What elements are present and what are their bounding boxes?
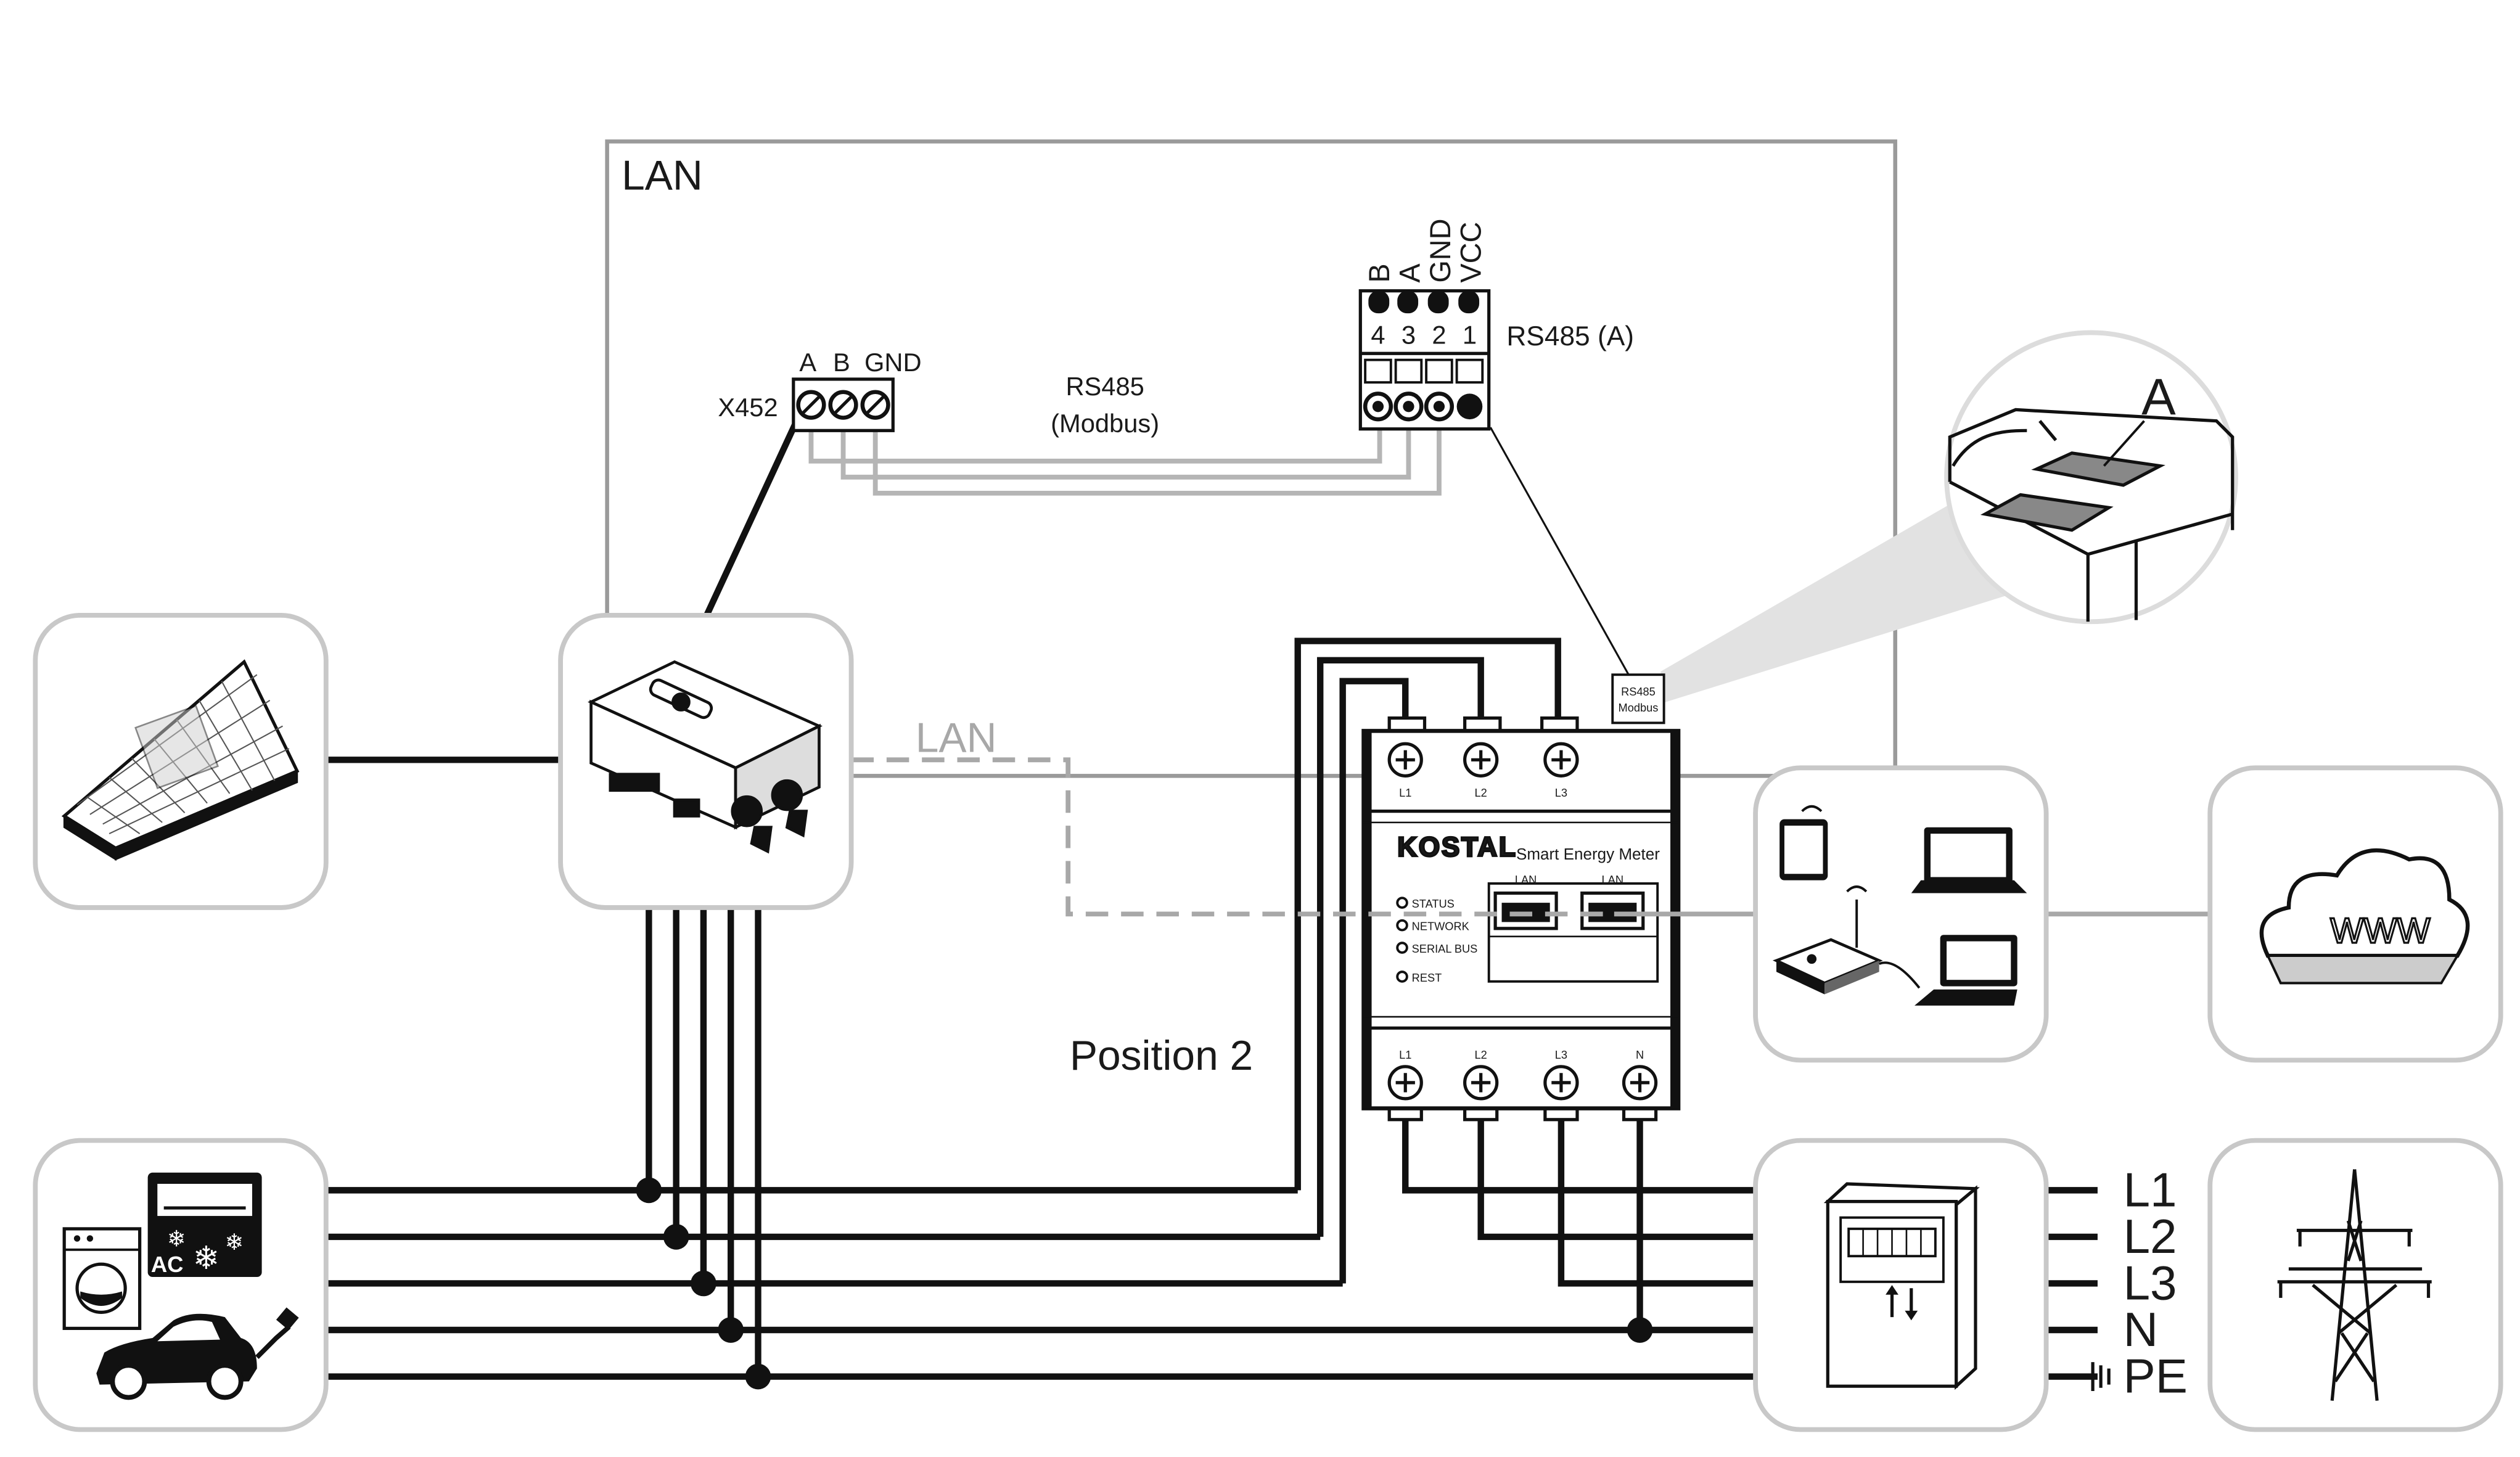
x452-pin-a: A (799, 348, 816, 377)
rs485-a-label: RS485 (A) (1506, 321, 1634, 351)
ac-label: AC (151, 1252, 184, 1277)
grid-pe: PE (2124, 1349, 2188, 1403)
utility-meter-icon (1823, 1182, 1980, 1390)
inverter-icon (588, 660, 823, 854)
grid-box (2207, 1138, 2503, 1432)
rs485-wires (808, 421, 1442, 496)
meter-bottom-n: N (1636, 1048, 1644, 1061)
washing-machine-icon (62, 1227, 142, 1331)
led-network: NETWORK (1412, 919, 1469, 932)
terminal-num-3: 3 (1402, 321, 1416, 350)
meter-top-l1: L1 (1399, 786, 1411, 799)
solar-panel-icon (61, 659, 300, 861)
terminal-top-a: A (1394, 263, 1426, 283)
led-serial-bus: SERIAL BUS (1412, 942, 1478, 955)
air-conditioner-icon: ❄ ❄ ❄ (147, 1172, 262, 1278)
laptop-icon (1911, 827, 2027, 893)
meter-brand: KOSTAL (1397, 832, 1517, 863)
network-devices-box (1753, 765, 2049, 1063)
terminal-num-4: 4 (1371, 321, 1385, 350)
x452-label: X452 (718, 393, 778, 422)
lan-dashed-label: LAN (916, 715, 997, 761)
x452-pin-gnd: GND (864, 348, 922, 377)
tablet-icon (1779, 819, 1828, 880)
grid-l1: L1 (2124, 1162, 2177, 1217)
position-label: Position 2 (1070, 1033, 1253, 1079)
terminal-top-gnd: GND (1424, 218, 1456, 282)
power-tower-icon (2277, 1169, 2432, 1401)
cloud-icon (2259, 848, 2470, 985)
zoom-a-label: A (2141, 368, 2176, 425)
meter-bottom-l1: L1 (1399, 1048, 1411, 1061)
meter-lan-port-1-label: LAN (1515, 873, 1537, 886)
reset-label: REST (1412, 971, 1442, 984)
meter-model: Smart Energy Meter (1516, 845, 1660, 863)
lan-dashed-line (851, 757, 1614, 917)
wifi-icon (1801, 805, 1868, 893)
rs485-label: RS485 (1065, 372, 1144, 401)
terminal-num-2: 2 (1432, 321, 1446, 350)
terminal-top-b: B (1363, 263, 1395, 282)
led-status: STATUS (1412, 897, 1455, 910)
svg-text:❄: ❄ (167, 1226, 186, 1252)
grid-l2: L2 (2124, 1209, 2177, 1263)
rs485-connector (1358, 289, 1491, 431)
lan-frame (605, 139, 1897, 778)
router-icon (1772, 899, 1883, 995)
power-bus (326, 419, 2098, 1380)
grid-n: N (2124, 1302, 2158, 1356)
junction-dots (636, 1177, 1653, 1390)
svg-text:❄: ❄ (225, 1229, 244, 1255)
meter-top-l2: L2 (1475, 786, 1487, 799)
laptop-icon-2 (1914, 935, 2017, 1006)
zoom-beam (1660, 482, 2021, 704)
www-label: WWW (2330, 911, 2430, 951)
meter-bottom-l3: L3 (1555, 1048, 1567, 1061)
meter-modbus-text: Modbus (1619, 701, 1659, 714)
meter-rs485-port (1611, 673, 1665, 724)
svg-text:❄: ❄ (193, 1241, 220, 1276)
terminal-top-vcc: VCC (1455, 222, 1487, 283)
meter-bottom-l2: L2 (1475, 1048, 1487, 1061)
x452-pin-b: B (833, 348, 850, 377)
terminal-num-1: 1 (1463, 321, 1477, 350)
lan-frame-label: LAN (622, 153, 703, 199)
smart-energy-meter (1361, 716, 1681, 1122)
dip-switches (1980, 451, 2165, 532)
ground-icon (2091, 1362, 2111, 1391)
electric-car-icon (96, 1307, 299, 1400)
modbus-label: (Modbus) (1051, 409, 1159, 438)
meter-lan-port-2-label: LAN (1602, 873, 1623, 886)
grid-l3: L3 (2124, 1256, 2177, 1310)
meter-rs485-text: RS485 (1621, 685, 1656, 698)
meter-top-l3: L3 (1555, 786, 1567, 799)
